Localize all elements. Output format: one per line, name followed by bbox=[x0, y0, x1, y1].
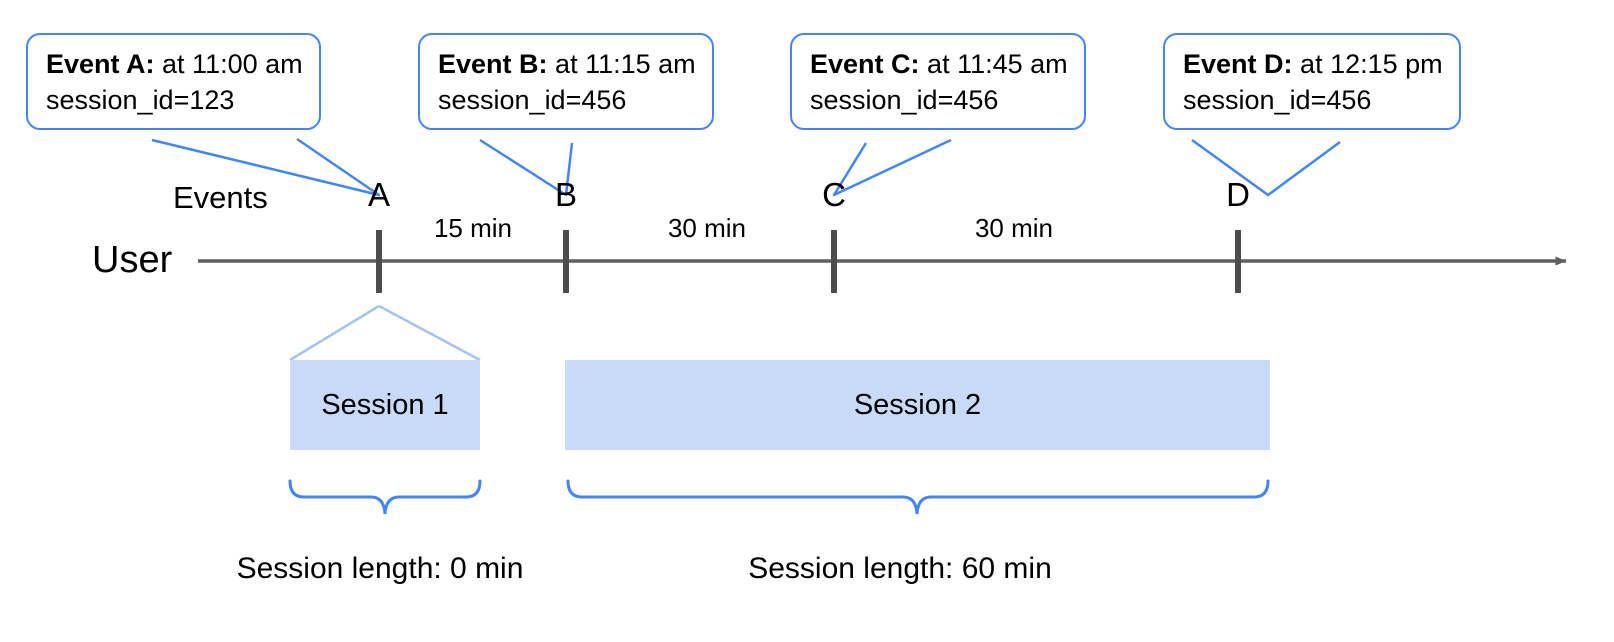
session1-funnel bbox=[289, 304, 481, 362]
session-length-2: Session length: 60 min bbox=[748, 552, 1052, 585]
lane-label-events: Events bbox=[173, 180, 268, 215]
callout-b-time: at 11:15 am bbox=[555, 49, 696, 79]
duration-label-c-d: 30 min bbox=[974, 213, 1054, 243]
callout-d-time: at 12:15 pm bbox=[1300, 49, 1443, 79]
callout-tail-c bbox=[832, 138, 952, 197]
session-bar-1-label: Session 1 bbox=[321, 388, 449, 421]
callout-c-time: at 11:45 am bbox=[927, 49, 1068, 79]
callout-event-c[interactable]: Event C: at 11:45 am session_id=456 bbox=[790, 33, 1086, 131]
callout-d-title: Event D: bbox=[1183, 49, 1293, 79]
session2-brace bbox=[566, 479, 1270, 515]
tick-label-b: B bbox=[554, 176, 578, 213]
callout-a-session-id: session_id=123 bbox=[46, 84, 235, 115]
session-bar-2[interactable]: Session 2 bbox=[565, 360, 1270, 450]
callout-tail-b bbox=[479, 138, 574, 197]
duration-label-a-b: 15 min bbox=[433, 213, 513, 243]
callout-event-b[interactable]: Event B: at 11:15 am session_id=456 bbox=[418, 33, 714, 131]
callout-b-title: Event B: bbox=[438, 49, 548, 79]
session-bar-2-label: Session 2 bbox=[853, 388, 982, 421]
callout-d-session-id: session_id=456 bbox=[1183, 84, 1372, 115]
callout-event-d[interactable]: Event D: at 12:15 pm session_id=456 bbox=[1163, 33, 1461, 131]
callout-c-session-id: session_id=456 bbox=[810, 84, 999, 115]
lane-label-user: User bbox=[92, 239, 173, 281]
session-length-1: Session length: 0 min bbox=[236, 552, 524, 585]
callout-a-title: Event A: bbox=[46, 49, 155, 79]
tick-label-d: D bbox=[1226, 176, 1250, 213]
callout-c-title: Event C: bbox=[810, 49, 920, 79]
callout-a-time: at 11:00 am bbox=[162, 49, 303, 79]
callout-event-a[interactable]: Event A: at 11:00 am session_id=123 bbox=[26, 33, 321, 131]
session1-brace bbox=[288, 479, 482, 515]
tick-label-c: C bbox=[822, 176, 846, 213]
tick-label-a: A bbox=[367, 176, 391, 213]
callout-tail-d bbox=[1191, 138, 1341, 197]
callout-tail-a bbox=[151, 137, 381, 197]
callout-b-session-id: session_id=456 bbox=[438, 84, 627, 115]
session-bar-1[interactable]: Session 1 bbox=[290, 360, 480, 450]
duration-label-b-c: 30 min bbox=[667, 213, 747, 243]
